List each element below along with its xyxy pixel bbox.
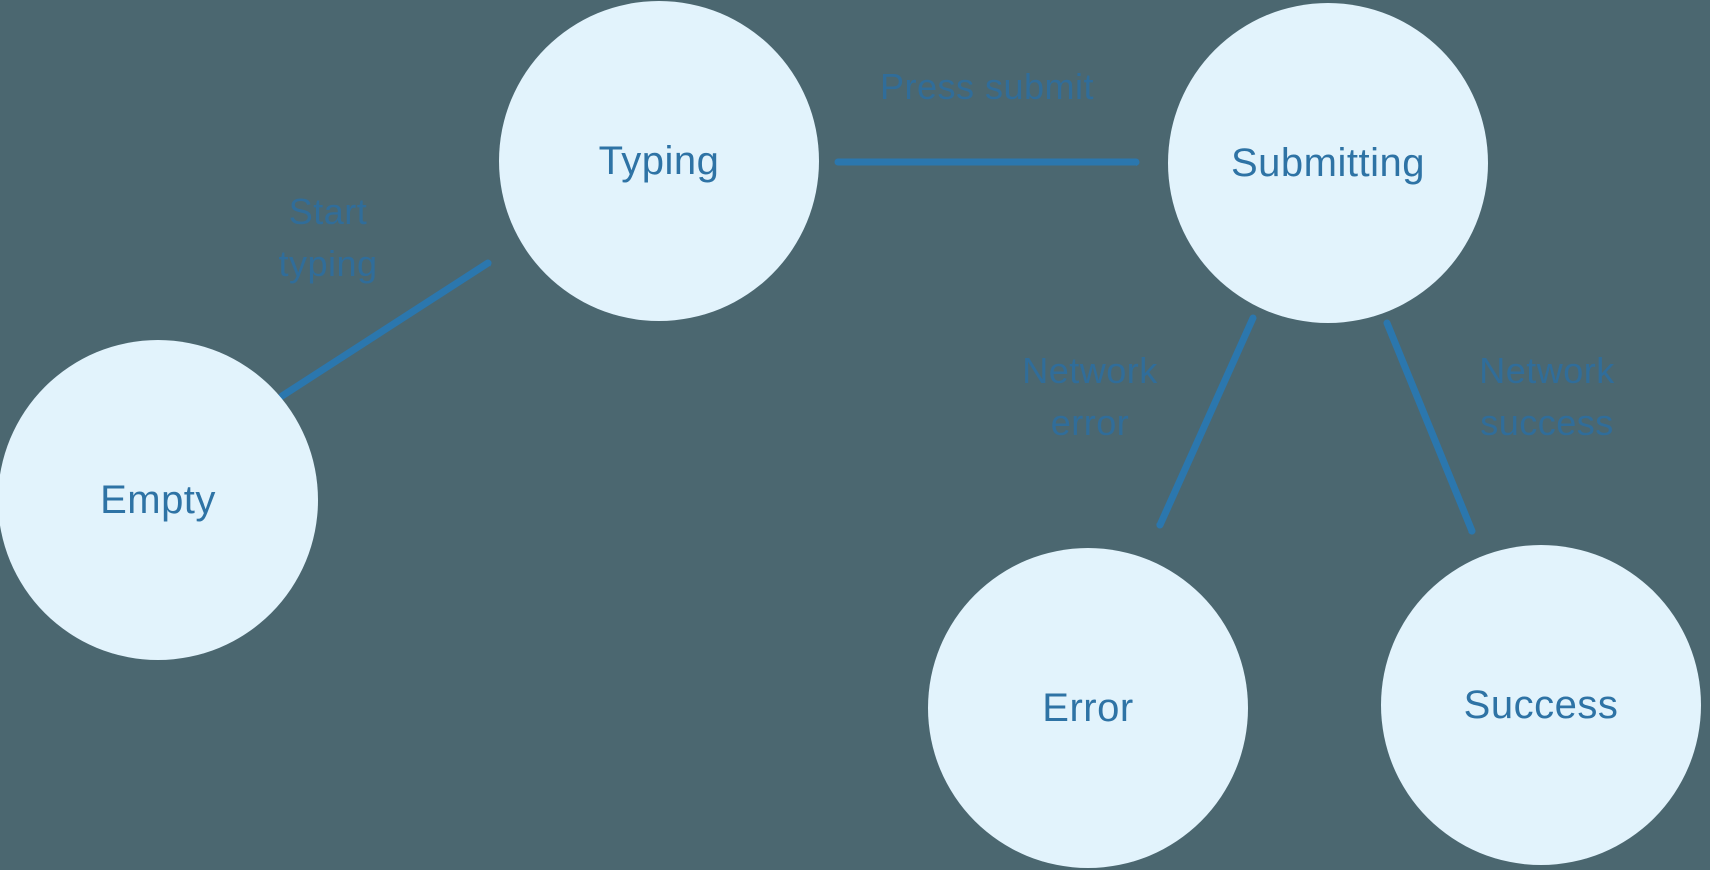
- state-label-empty: Empty: [100, 477, 216, 522]
- edge-label-start-typing: Start typing: [278, 190, 378, 284]
- edge-submitting-to-error-arrow: [1160, 314, 1257, 529]
- edge-empty-to-typing-arrow: [278, 259, 492, 400]
- state-label-success: Success: [1463, 682, 1619, 727]
- state-node-error: Error: [928, 548, 1248, 868]
- state-label-error: Error: [1042, 685, 1134, 730]
- edge-label-network-success: Network success: [1479, 349, 1615, 443]
- edge-submitting-to-success-arrow: [1383, 319, 1472, 535]
- state-node-success: Success: [1381, 545, 1701, 865]
- state-label-submitting: Submitting: [1231, 140, 1425, 185]
- state-node-empty: Empty: [0, 340, 318, 660]
- state-node-typing: Typing: [499, 1, 819, 321]
- edge-label-press-submit: Press submit: [879, 65, 1095, 107]
- state-label-typing: Typing: [598, 138, 720, 183]
- edge-label-network-error: Network error: [1022, 349, 1158, 443]
- state-node-submitting: Submitting: [1168, 3, 1488, 323]
